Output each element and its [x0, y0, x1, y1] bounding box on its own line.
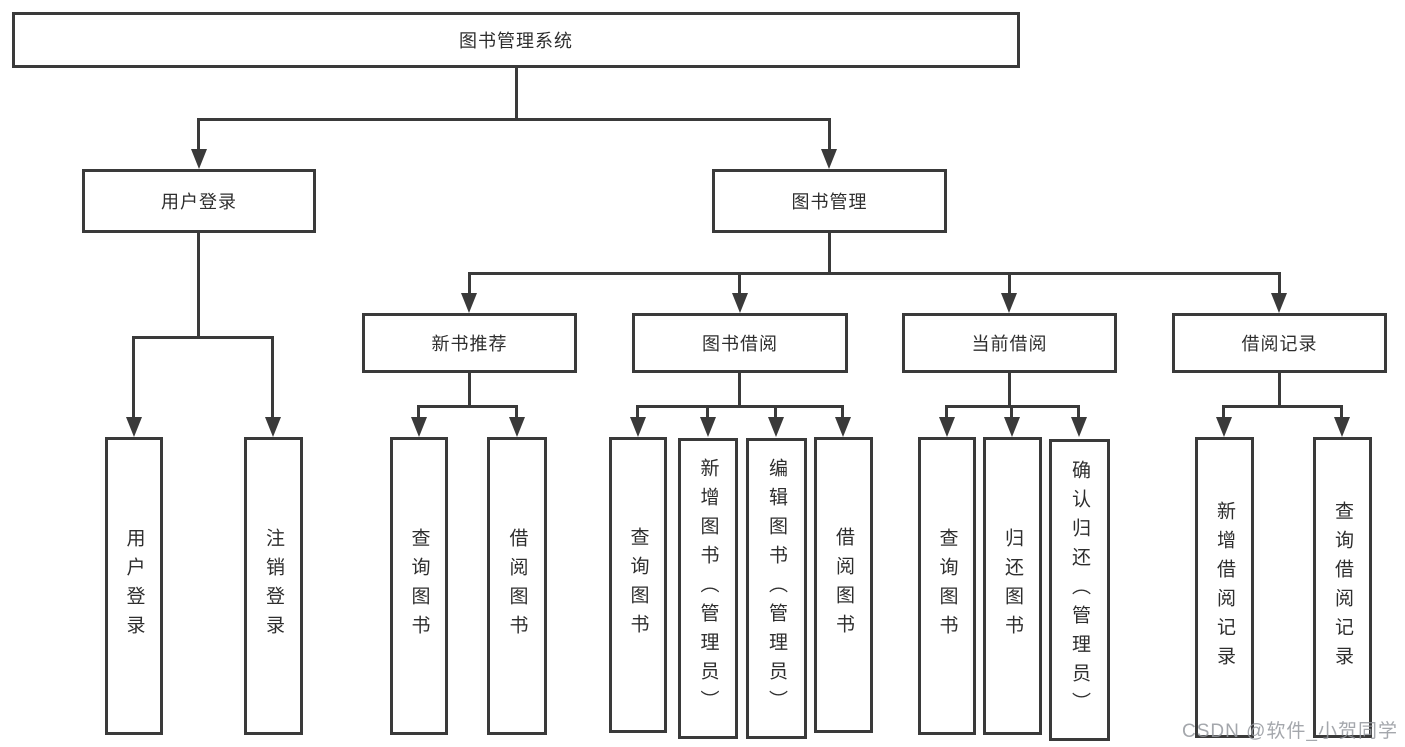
connector-borrow-records-bus — [1222, 405, 1343, 408]
leaf-confirm-return-admin: 确认归还（管理员） — [1049, 439, 1110, 741]
node-new-book-rec: 新书推荐 — [362, 313, 577, 373]
arrow-down-icon — [191, 149, 207, 169]
connector-drop-user-login — [197, 118, 200, 152]
leaf-label: 确认归还（管理员） — [1069, 459, 1090, 721]
leaf-return-book: 归还图书 — [983, 437, 1042, 735]
connector-drop-leaf — [841, 405, 844, 420]
arrow-down-icon — [939, 417, 955, 437]
node-borrow-records-label: 借阅记录 — [1241, 334, 1318, 354]
node-book-mgmt-label: 图书管理 — [791, 192, 868, 212]
leaf-logout: 注销登录 — [244, 437, 303, 735]
node-current-borrow: 当前借阅 — [902, 313, 1117, 373]
connector-drop-leaf — [1222, 405, 1225, 420]
leaf-label: 借阅图书 — [506, 528, 528, 644]
leaf-query-book-1: 查询图书 — [390, 437, 448, 735]
node-root-label: 图书管理系统 — [459, 31, 573, 51]
node-borrow-records: 借阅记录 — [1172, 313, 1387, 373]
connector-user-login-stem — [197, 233, 200, 338]
connector-level3-bus — [468, 272, 1281, 275]
leaf-borrow-book-2: 借阅图书 — [814, 437, 873, 733]
connector-drop-leaf — [271, 336, 274, 420]
connector-drop-leaf — [945, 405, 948, 420]
connector-drop-level3 — [1008, 272, 1011, 295]
arrow-down-icon — [821, 149, 837, 169]
arrow-down-icon — [1071, 417, 1087, 437]
connector-root-stem — [515, 68, 518, 118]
connector-new-book-stem — [468, 373, 471, 406]
leaf-add-borrow-record: 新增借阅记录 — [1195, 437, 1254, 738]
connector-new-book-bus — [417, 405, 518, 408]
leaf-label: 归还图书 — [1002, 528, 1023, 644]
leaf-label: 查询图书 — [627, 527, 649, 643]
connector-drop-book-mgmt — [828, 118, 831, 152]
arrow-down-icon — [768, 417, 784, 437]
leaf-edit-book-admin: 编辑图书（管理员） — [746, 438, 807, 739]
arrow-down-icon — [700, 417, 716, 437]
node-user-login: 用户登录 — [82, 169, 316, 233]
arrow-down-icon — [630, 417, 646, 437]
leaf-label: 借阅图书 — [833, 527, 854, 643]
leaf-query-borrow-record: 查询借阅记录 — [1313, 437, 1372, 738]
leaf-query-book-2: 查询图书 — [609, 437, 667, 733]
connector-drop-leaf — [636, 405, 639, 420]
arrow-down-icon — [1334, 417, 1350, 437]
node-book-borrow: 图书借阅 — [632, 313, 848, 373]
leaf-borrow-book-1: 借阅图书 — [487, 437, 547, 735]
connector-current-borrow-stem — [1008, 373, 1011, 406]
connector-drop-level3 — [468, 272, 471, 295]
connector-level2-bus — [197, 118, 831, 121]
node-root: 图书管理系统 — [12, 12, 1020, 68]
arrow-down-icon — [1271, 293, 1287, 313]
arrow-down-icon — [509, 417, 525, 437]
leaf-user-login: 用户登录 — [105, 437, 163, 735]
connector-borrow-records-stem — [1278, 373, 1281, 406]
connector-drop-leaf — [1340, 405, 1343, 420]
arrow-down-icon — [1216, 417, 1232, 437]
leaf-query-book-3: 查询图书 — [918, 437, 976, 735]
connector-drop-leaf — [1077, 405, 1080, 420]
connector-drop-leaf — [515, 405, 518, 420]
connector-user-login-bus — [132, 336, 274, 339]
leaf-label: 用户登录 — [123, 528, 145, 644]
arrow-down-icon — [265, 417, 281, 437]
arrow-down-icon — [411, 417, 427, 437]
watermark: CSDN @软件_小贺同学 — [1182, 721, 1398, 742]
arrow-down-icon — [126, 417, 142, 437]
connector-drop-leaf — [132, 336, 135, 420]
connector-book-borrow-bus — [636, 405, 844, 408]
leaf-label: 新增图书（管理员） — [697, 458, 719, 719]
leaf-label: 查询借阅记录 — [1332, 500, 1353, 675]
connector-drop-level3 — [738, 272, 741, 295]
node-user-login-label: 用户登录 — [161, 192, 237, 212]
arrow-down-icon — [732, 293, 748, 313]
arrow-down-icon — [1001, 293, 1017, 313]
leaf-label: 查询图书 — [936, 528, 958, 644]
node-current-borrow-label: 当前借阅 — [971, 334, 1048, 354]
connector-drop-leaf — [774, 405, 777, 420]
node-book-borrow-label: 图书借阅 — [702, 334, 778, 354]
connector-book-borrow-stem — [738, 373, 741, 406]
node-book-mgmt: 图书管理 — [712, 169, 947, 233]
arrow-down-icon — [835, 417, 851, 437]
arrow-down-icon — [1004, 417, 1020, 437]
connector-drop-leaf — [417, 405, 420, 420]
leaf-label: 新增借阅记录 — [1214, 500, 1235, 675]
connector-drop-leaf — [1010, 405, 1013, 420]
connector-drop-level3 — [1278, 272, 1281, 295]
node-new-book-rec-label: 新书推荐 — [431, 334, 508, 354]
arrow-down-icon — [461, 293, 477, 313]
leaf-label: 注销登录 — [263, 528, 284, 644]
connector-drop-leaf — [706, 405, 709, 420]
leaf-add-book-admin: 新增图书（管理员） — [678, 438, 738, 739]
leaf-label: 查询图书 — [408, 528, 430, 644]
leaf-label: 编辑图书（管理员） — [766, 458, 787, 719]
connector-book-mgmt-stem — [828, 233, 831, 274]
